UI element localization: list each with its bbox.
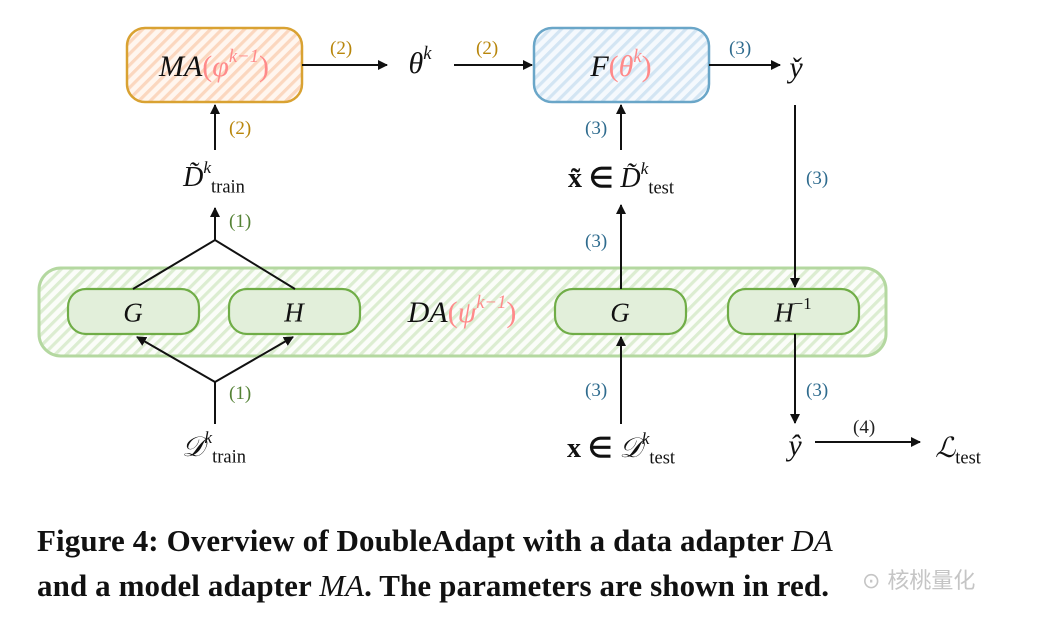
figure-caption: Figure 4: Overview of DoubleAdapt with a… bbox=[37, 518, 833, 608]
step-label-ycheck-down: (3) bbox=[806, 168, 829, 189]
step-label-yhat-loss: (4) bbox=[853, 417, 876, 438]
g-test-label: G bbox=[610, 297, 630, 328]
step-label-x-g: (3) bbox=[585, 380, 608, 401]
watermark: ⊙ 核桃量化 bbox=[862, 569, 976, 594]
step-label-theta-f: (2) bbox=[476, 38, 499, 59]
step-label-ma-theta: (2) bbox=[330, 38, 353, 59]
da-label: DA(ψk−1) bbox=[407, 292, 517, 329]
caption-da: DA bbox=[791, 523, 833, 558]
g-train-label: G bbox=[123, 297, 143, 328]
theta-k: θk bbox=[408, 43, 432, 80]
step-label-g-xtilde: (3) bbox=[585, 231, 608, 252]
step-label-hinv-yhat: (3) bbox=[806, 380, 829, 401]
y-hat: ŷ bbox=[788, 429, 802, 462]
step-label-split: (1) bbox=[229, 383, 252, 404]
arrow-to-h bbox=[214, 336, 294, 383]
d-train-tilde: D̃ktrain bbox=[183, 157, 245, 197]
d-train: 𝒟ktrain bbox=[182, 427, 246, 467]
y-check: y̌ bbox=[789, 51, 803, 84]
x-tilde-in-d-test: x̃ ∈ D̃ktest bbox=[568, 158, 674, 198]
h-inverse-label: H−1 bbox=[774, 293, 812, 328]
merge-lines-g-h bbox=[132, 238, 296, 290]
step-label-xtilde-f: (3) bbox=[585, 118, 608, 139]
h-inverse-box bbox=[726, 287, 861, 336]
step-label-merge: (1) bbox=[229, 211, 252, 232]
f-label: F(θk) bbox=[590, 46, 652, 83]
step-label-dtrain-ma: (2) bbox=[229, 118, 252, 139]
x-in-d-test: x ∈ 𝒟ktest bbox=[566, 428, 676, 468]
step-label-f-ycheck: (3) bbox=[729, 38, 752, 59]
caption-ma: MA bbox=[319, 568, 365, 603]
caption-line2-text: and a model adapter bbox=[37, 568, 320, 603]
caption-line1-text: Figure 4: Overview of DoubleAdapt with a… bbox=[37, 523, 792, 558]
caption-line2-end: . The parameters are shown in red. bbox=[364, 568, 830, 603]
arrow-to-g-train bbox=[136, 336, 216, 383]
ma-label: MA(φk−1) bbox=[158, 46, 270, 83]
loss-test: ℒtest bbox=[935, 433, 981, 468]
h-label: H bbox=[284, 297, 304, 328]
